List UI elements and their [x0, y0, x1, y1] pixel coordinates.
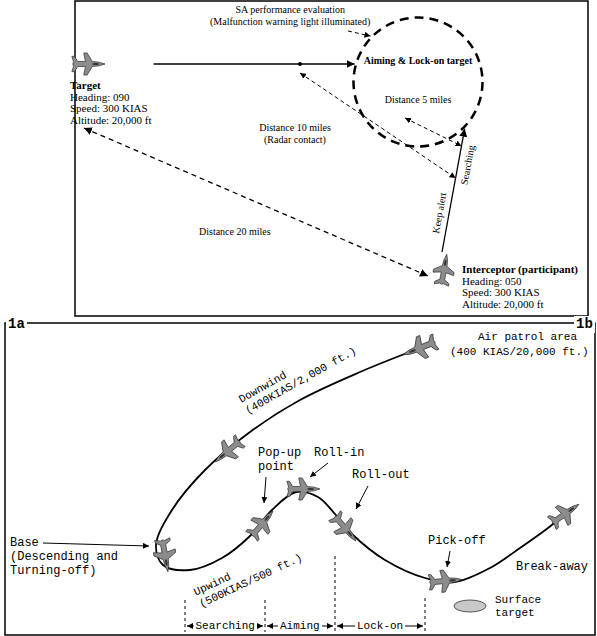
connector-arrow — [154, 63, 355, 64]
node-detail: Altitude: 20,000 ft — [70, 115, 152, 127]
node-detail: Heading: 090 — [70, 92, 152, 104]
phase-divider — [265, 600, 266, 632]
phase-divider — [185, 600, 186, 632]
surface-target — [454, 600, 486, 612]
panel-label: 1b — [574, 316, 595, 333]
leader-line — [43, 543, 149, 546]
annotation-text: Keep alert — [430, 192, 449, 235]
dashed-circle — [354, 18, 483, 147]
annotation-text: (400 KIAS/20,000 ft.) — [450, 346, 589, 359]
aircraft-icon — [545, 495, 585, 532]
aircraft-label: TargetHeading: 090Speed: 300 KIASAltitud… — [70, 50, 154, 128]
annotation-text: Searching — [458, 144, 477, 186]
aircraft-icon — [208, 432, 248, 470]
distance-label: Distance 20 miles — [199, 226, 271, 238]
node-heading: Aiming & Lock-on target — [352, 55, 484, 67]
node-heading: Target — [70, 80, 152, 92]
distance-line — [405, 118, 462, 146]
annotation-text: (Malfunction warning light illuminated) — [210, 16, 370, 28]
annotation-text: Roll-out — [352, 468, 410, 482]
leader-line — [447, 551, 450, 567]
node-detail: Heading: 050 — [462, 276, 578, 288]
annotation-text: Downwind (400KIAS/2,000 ft.) — [237, 332, 361, 418]
leader-line — [310, 463, 328, 477]
aircraft-label: Interceptor (participant)Heading: 050Spe… — [428, 252, 580, 312]
node-detail: Distance 5 miles — [352, 94, 484, 106]
panel-label: 1a — [6, 316, 27, 333]
annotation-text: Break-away — [516, 560, 588, 574]
aircraft-icon — [428, 569, 463, 594]
phase-divider — [425, 598, 426, 632]
annotation-text: Roll-in — [314, 446, 364, 460]
flight-path — [156, 348, 565, 582]
node-detail: Speed: 300 KIAS — [462, 287, 578, 299]
aircraft-icon — [243, 504, 281, 544]
annotation-text: Distance 10 miles (Radar contact) — [253, 122, 337, 146]
leader-line — [264, 477, 266, 503]
node-detail: Speed: 300 KIAS — [70, 103, 152, 115]
leader-line — [348, 31, 371, 36]
annotation-text: Surface target — [495, 594, 545, 620]
annotation-text: Air patrol area — [478, 331, 577, 344]
node-heading: Interceptor (participant) — [462, 264, 578, 276]
annotation-text: Base (Descending and Turning-off) — [10, 536, 121, 578]
phase-label: Aiming — [278, 620, 322, 633]
target-zone: Aiming & Lock-on targetDistance 5 miles — [352, 16, 484, 148]
panel-frame — [5, 323, 595, 635]
phase-divider — [335, 556, 336, 632]
connector-arrow — [84, 128, 428, 276]
aircraft-icon — [431, 252, 457, 286]
panel-frame — [75, 1, 588, 316]
aircraft-icon — [151, 537, 179, 573]
annotation-text: Pick-off — [428, 534, 486, 548]
aircraft-icon — [287, 478, 320, 500]
dashed-circle — [352, 16, 484, 148]
phase-label: Searching — [194, 620, 257, 633]
aircraft-icon — [326, 509, 364, 549]
phase-label: Lock-on — [355, 620, 405, 633]
leader-line — [356, 486, 368, 509]
aircraft-icon — [72, 53, 105, 75]
annotation-text: SA performance evaluation — [236, 4, 345, 16]
annotation-text: Pop-up point — [258, 446, 311, 474]
aircraft-icon — [399, 331, 440, 366]
connector-arrow — [442, 129, 465, 252]
node-detail: Altitude: 20,000 ft — [462, 299, 578, 311]
annotation-text: Upwind (500KIAS/500 ft.) — [192, 539, 307, 611]
